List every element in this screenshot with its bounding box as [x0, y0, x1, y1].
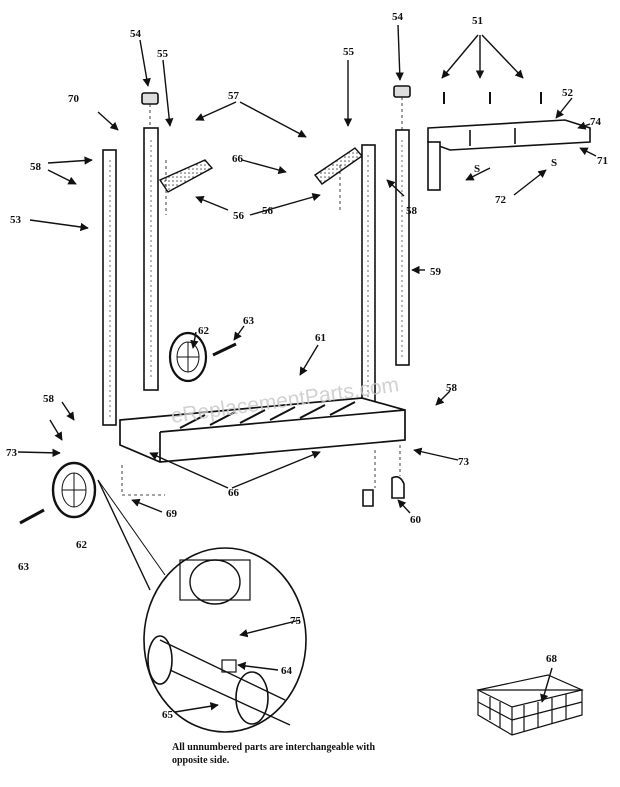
s-mark: S — [551, 157, 557, 169]
side-shelf — [427, 119, 591, 191]
callout-label: 70 — [68, 93, 80, 105]
left-front-leg — [102, 149, 117, 426]
callout-label: 62 — [76, 539, 88, 551]
callout-label: 73 — [6, 447, 18, 459]
left-cap-54 — [141, 92, 159, 105]
left-rear-leg — [143, 127, 159, 391]
inset-leader-line — [97, 479, 151, 591]
callout-label: 55 — [343, 46, 355, 58]
right-cap-54 — [393, 85, 411, 98]
callout-label: 63 — [243, 315, 255, 327]
footnote: All unnumbered parts are interchangeable… — [172, 742, 376, 766]
callout-label: 69 — [166, 508, 178, 520]
callout-label: 74 — [590, 116, 602, 128]
callout-label: 73 — [458, 456, 470, 468]
callout-label: 58 — [446, 382, 458, 394]
inset-leader-line-2 — [97, 479, 166, 576]
callout-label: 56 — [262, 205, 274, 217]
assembly-lines — [121, 97, 403, 496]
upper-axle-bolt — [212, 342, 237, 357]
lower-axle-bolt — [19, 508, 45, 525]
callout-label: 68 — [546, 653, 558, 665]
lower-wheel — [51, 461, 97, 519]
callout-label: 52 — [562, 87, 574, 99]
callout-label: 54 — [130, 28, 142, 40]
callout-label: 59 — [430, 266, 442, 278]
callout-label: 72 — [495, 194, 507, 206]
callout-label: 58 — [406, 205, 418, 217]
detail-inset — [143, 547, 307, 733]
right-front-leg — [361, 144, 376, 414]
leader-arrows — [17, 24, 597, 713]
s-mark: S — [474, 163, 480, 175]
wire-basket — [476, 674, 584, 736]
callout-label: 58 — [43, 393, 55, 405]
upper-wheel — [168, 331, 208, 383]
callout-label: 51 — [472, 15, 483, 27]
callout-label: 53 — [10, 214, 22, 226]
callout-label: 64 — [281, 665, 293, 677]
callout-label: 63 — [18, 561, 30, 573]
callout-label: 71 — [597, 155, 608, 167]
caster-feet — [362, 476, 405, 507]
callout-label: 75 — [290, 615, 302, 627]
callout-labels: 51 52 53 54 54 55 55 56 56 57 58 58 58 5… — [6, 11, 608, 721]
callout-label: 65 — [162, 709, 174, 721]
callout-label: 56 — [233, 210, 245, 222]
left-shelf-bracket — [158, 159, 214, 193]
right-shelf-bracket — [313, 147, 364, 185]
callout-label: 60 — [410, 514, 422, 526]
callout-label: 58 — [30, 161, 42, 173]
callout-label: 55 — [157, 48, 169, 60]
callout-label: 66 — [232, 153, 244, 165]
shelf-screws — [443, 92, 542, 104]
callout-label: 57 — [228, 90, 240, 102]
callout-label: 61 — [315, 332, 326, 344]
callout-label: 66 — [228, 487, 240, 499]
right-rear-leg-59 — [395, 129, 410, 366]
callout-label: 62 — [198, 325, 210, 337]
callout-label: 54 — [392, 11, 404, 23]
bottom-shelf-slats — [179, 401, 356, 429]
